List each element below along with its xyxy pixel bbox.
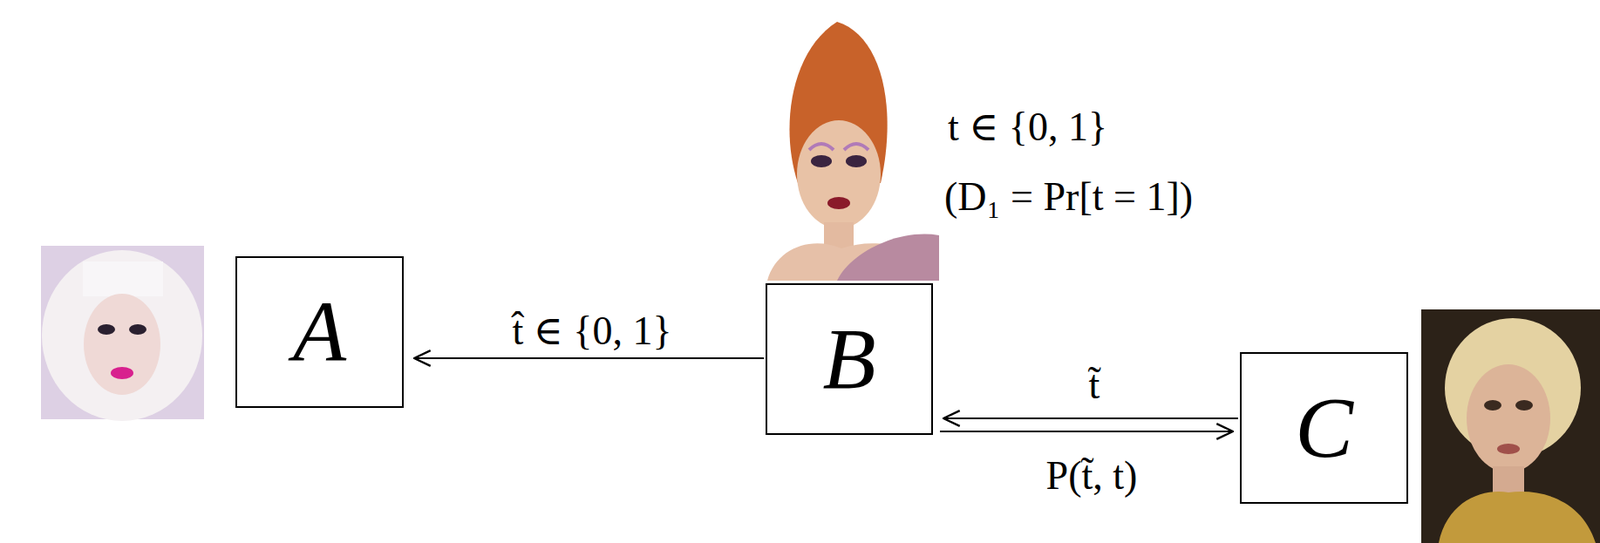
edge-label: t̂ ∈ {0, 1}	[510, 308, 675, 355]
math-annotation: (D₁ = Pr[t = 1])	[941, 174, 1196, 221]
edge-label: t̃	[1086, 362, 1103, 409]
process-box: C	[1239, 352, 1409, 504]
process-box: B	[765, 283, 933, 436]
math-annotation: t ∈ {0, 1}	[945, 104, 1110, 151]
portrait-left	[40, 245, 205, 422]
arrow-connector	[939, 430, 1233, 433]
box-letter: A	[292, 288, 347, 376]
portrait-top	[760, 15, 940, 281]
arrow-connector	[414, 357, 764, 360]
portrait-right	[1421, 309, 1600, 543]
box-letter: B	[822, 315, 876, 403]
arrow-connector	[943, 417, 1239, 420]
box-letter: C	[1294, 384, 1354, 472]
process-box: A	[235, 256, 404, 409]
edge-label: P(t̃, t)	[1043, 453, 1141, 500]
